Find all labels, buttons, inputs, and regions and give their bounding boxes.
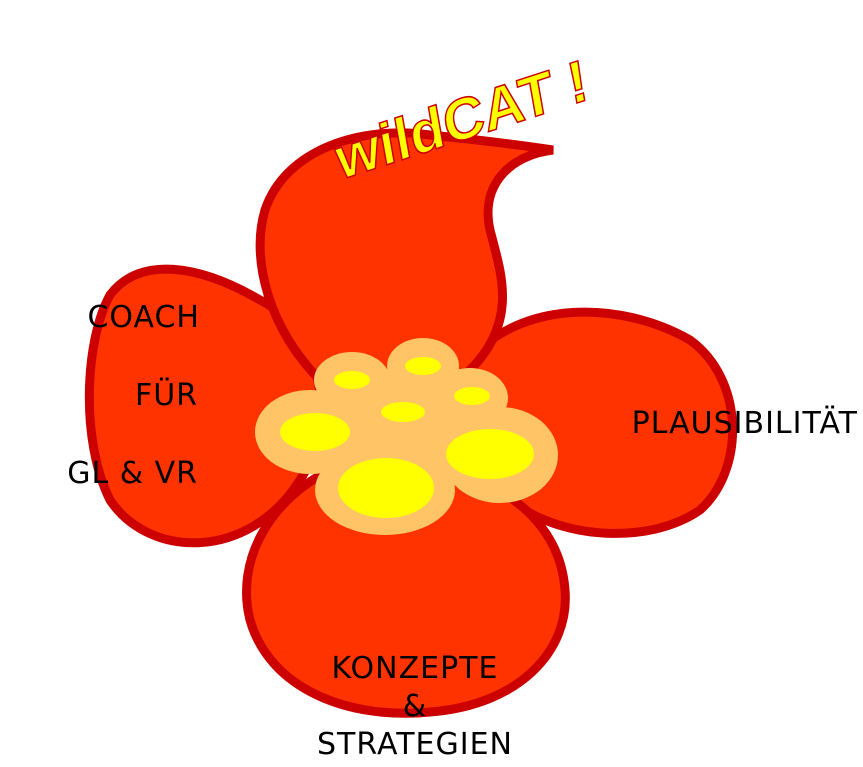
label-strategien: STRATEGIEN [317,727,513,762]
label-ampersand: & [403,689,427,724]
label-plausibilitaet: PLAUSIBILITÄT [632,405,858,441]
label-coach: COACH [87,300,200,335]
label-fuer: FÜR [135,377,198,413]
center-dots [280,357,534,518]
label-gl-vr: GL & VR [67,456,198,491]
label-konzepte: KONZEPTE [332,651,499,686]
